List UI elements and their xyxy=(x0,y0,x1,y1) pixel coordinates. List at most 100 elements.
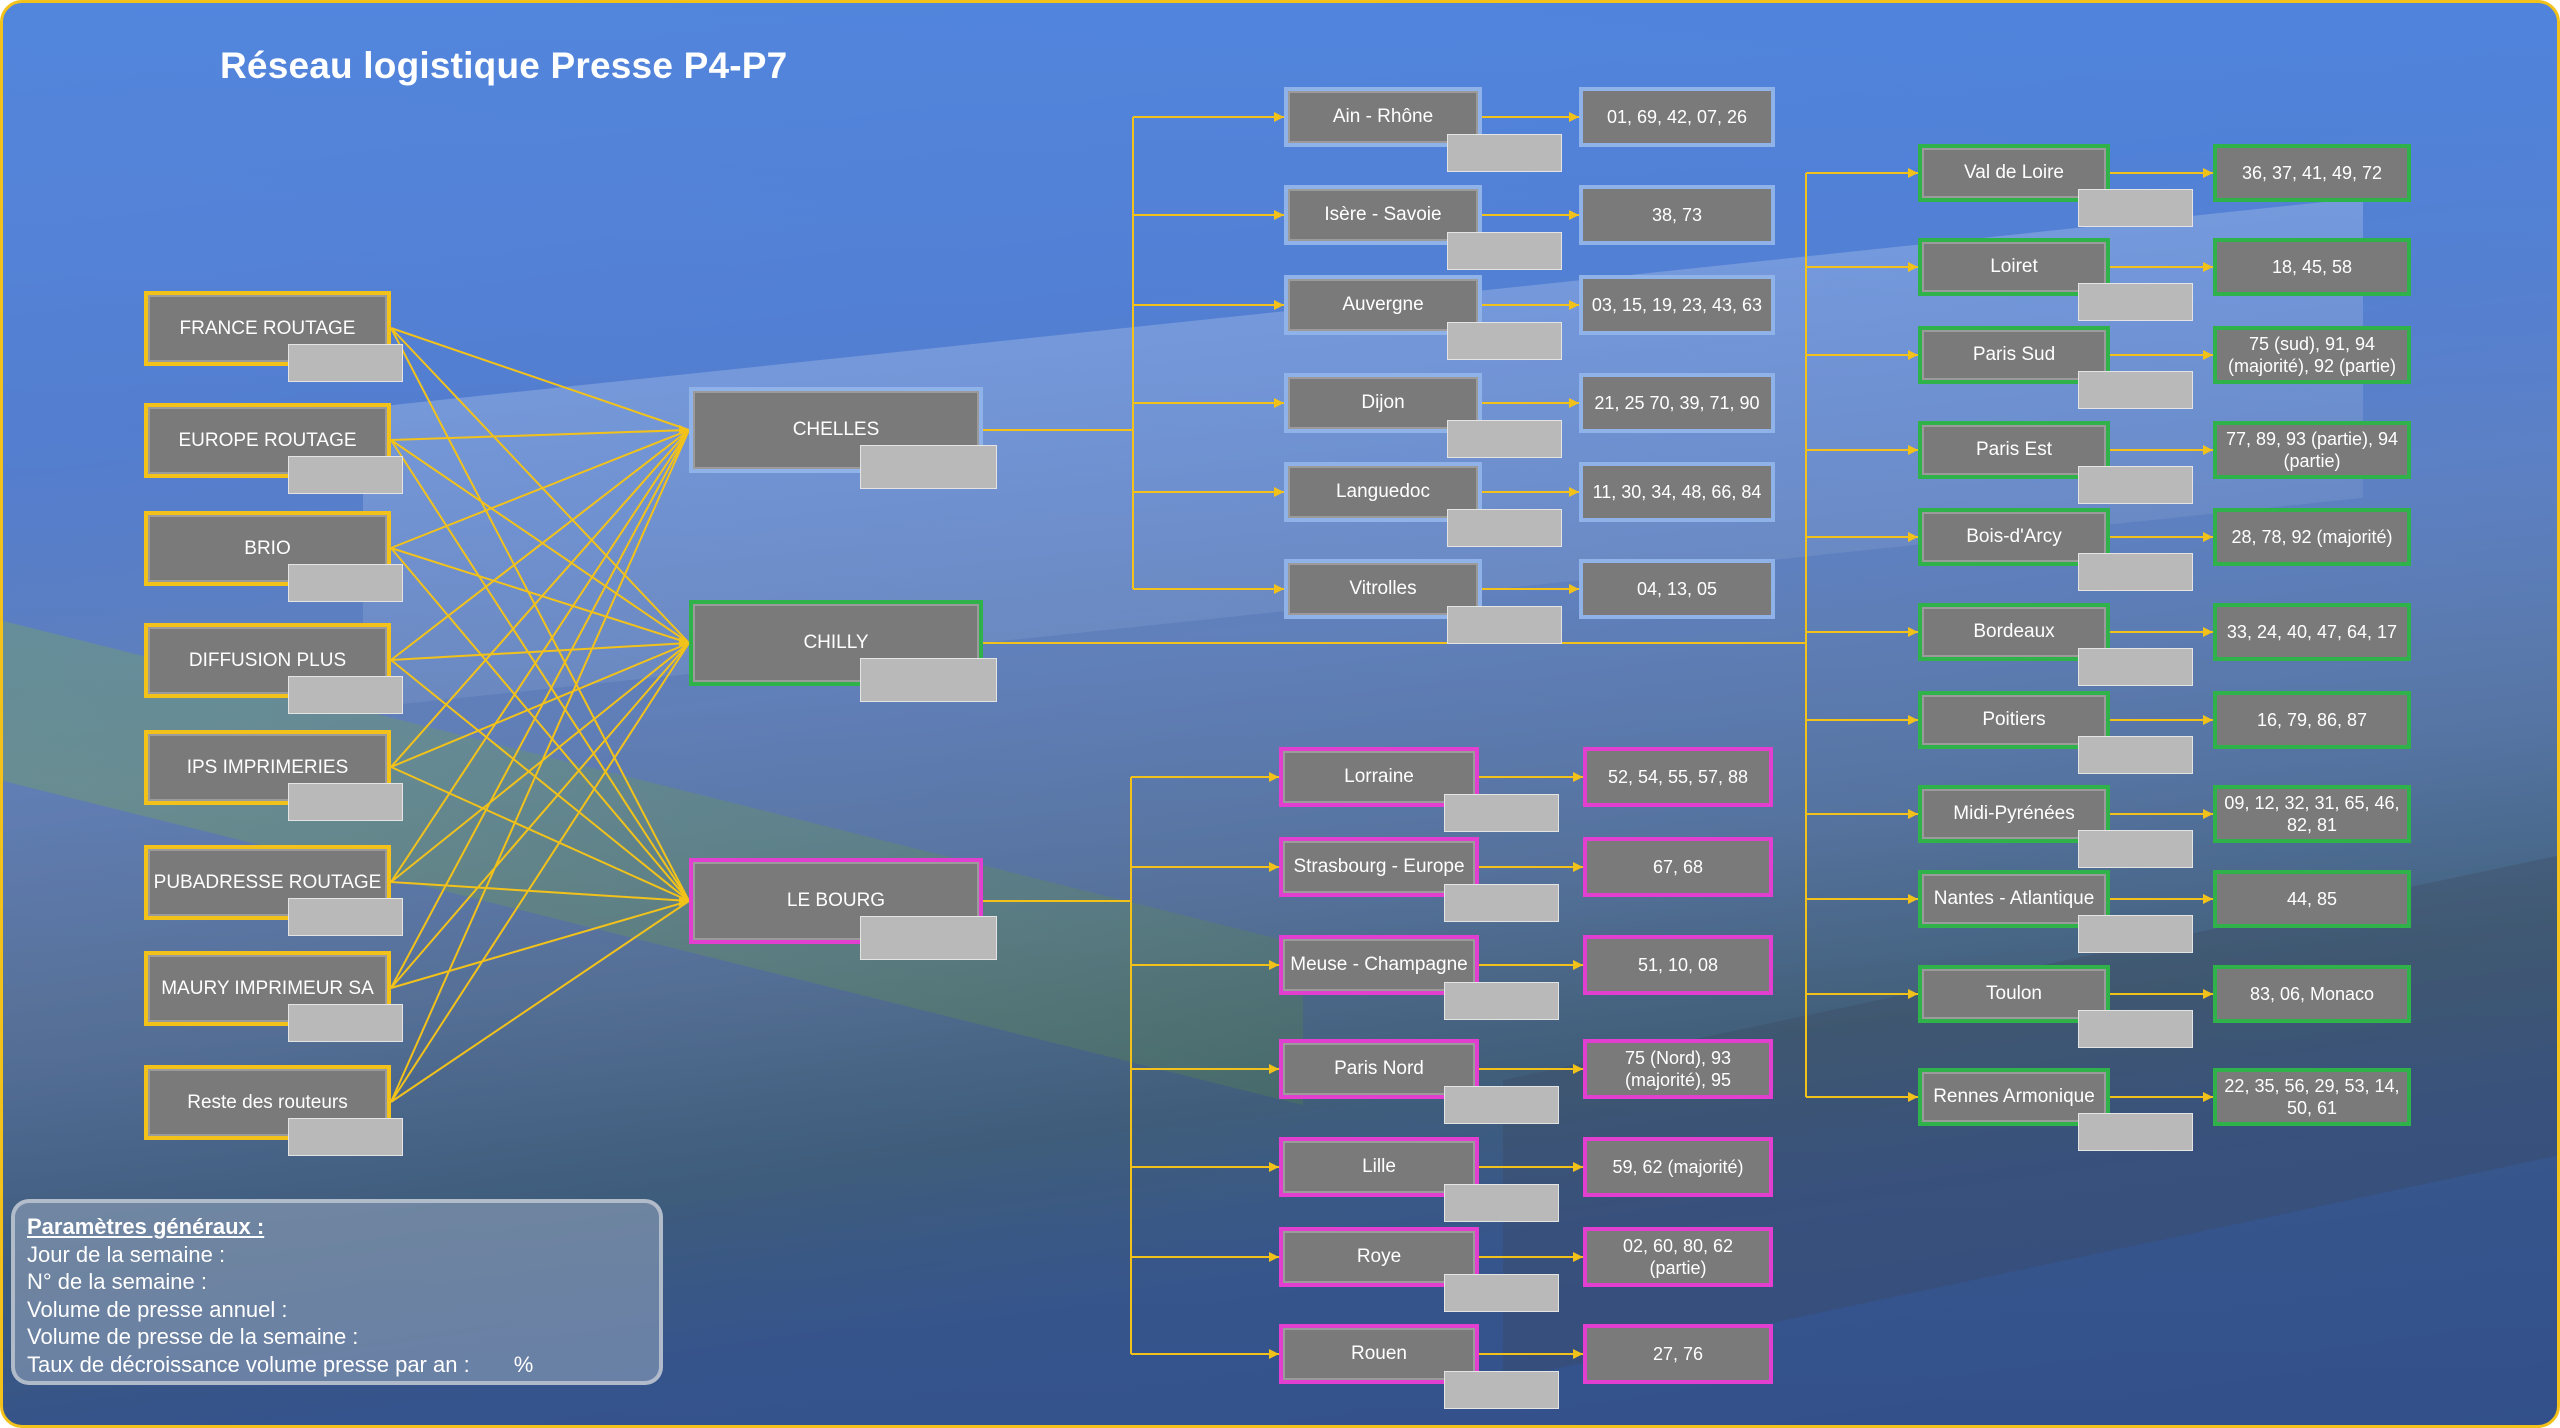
region-lille-value-box[interactable] xyxy=(1444,1184,1559,1222)
link-diffusion-plus-chelles xyxy=(390,429,690,661)
region-paris-sud-value-box[interactable] xyxy=(2078,371,2193,409)
source-europe-routage-value-box[interactable] xyxy=(288,456,403,494)
region-languedoc-arrow xyxy=(1274,487,1284,497)
link-ips-imprimeries-le-bourg xyxy=(390,766,690,902)
region-loiret: Loiret xyxy=(1918,238,2110,296)
region-roye-codes-arrow xyxy=(1573,1252,1583,1262)
region-meuse-champagne-value-box[interactable] xyxy=(1444,982,1559,1020)
source-maury-imprimeur-sa-value-box[interactable] xyxy=(288,1004,403,1042)
region-vitrolles-codes-arrow xyxy=(1569,584,1579,594)
region-midi-pyrenees-value-box[interactable] xyxy=(2078,830,2193,868)
source-ips-imprimeries-value-box[interactable] xyxy=(288,783,403,821)
region-ain-rhone-arrow xyxy=(1274,112,1284,122)
region-bois-d-arcy-codes-arrow xyxy=(2203,532,2213,542)
region-paris-est-value-box[interactable] xyxy=(2078,466,2193,504)
region-meuse-champagne-codes-arrow xyxy=(1573,960,1583,970)
region-dijon-arrow xyxy=(1274,398,1284,408)
region-rouen-value-box[interactable] xyxy=(1444,1371,1559,1409)
region-toulon-codes: 83, 06, Monaco xyxy=(2213,965,2411,1023)
link-europe-routage-chelles xyxy=(390,429,690,441)
region-auvergne-codes-arrow xyxy=(1569,300,1579,310)
param-annual-volume-label: Volume de presse annuel : xyxy=(27,1296,288,1322)
link-ips-imprimeries-chilly xyxy=(390,642,690,768)
region-nantes-atlantique-arrow xyxy=(1908,894,1918,904)
region-auvergne-value-box[interactable] xyxy=(1447,322,1562,360)
region-dijon-value-box[interactable] xyxy=(1447,420,1562,458)
region-auvergne-arrow xyxy=(1274,300,1284,310)
region-paris-sud-arrow xyxy=(1908,350,1918,360)
arrow-reste-des-routeurs-chilly xyxy=(679,638,689,648)
region-paris-est-codes-arrow xyxy=(2203,445,2213,455)
link-maury-imprimeur-sa-chilly xyxy=(390,642,690,989)
link-france-routage-le-bourg xyxy=(390,327,690,902)
link-diffusion-plus-chilly xyxy=(390,642,690,661)
link-brio-chilly xyxy=(390,547,690,644)
region-toulon-arrow xyxy=(1908,989,1918,999)
region-poitiers-codes: 16, 79, 86, 87 xyxy=(2213,691,2411,749)
region-strasbourg-europe-codes-arrow xyxy=(1573,862,1583,872)
region-loiret-codes: 18, 45, 58 xyxy=(2213,238,2411,296)
region-paris-est-arrow xyxy=(1908,445,1918,455)
region-midi-pyrenees-codes: 09, 12, 32, 31, 65, 46, 82, 81 xyxy=(2213,785,2411,843)
region-bordeaux-codes-arrow xyxy=(2203,627,2213,637)
source-reste-des-routeurs-value-box[interactable] xyxy=(288,1118,403,1156)
region-loiret-value-box[interactable] xyxy=(2078,283,2193,321)
link-maury-imprimeur-sa-chelles xyxy=(390,429,690,989)
region-vitrolles-value-box[interactable] xyxy=(1447,606,1562,644)
region-rennes-armonique-value-box[interactable] xyxy=(2078,1113,2193,1151)
region-isere-savoie-codes: 38, 73 xyxy=(1579,185,1775,245)
link-europe-routage-le-bourg xyxy=(390,439,690,902)
region-roye-codes: 02, 60, 80, 62 (partie) xyxy=(1583,1227,1773,1287)
region-nantes-atlantique-codes-arrow xyxy=(2203,894,2213,904)
region-meuse-champagne-arrow xyxy=(1269,960,1279,970)
region-lorraine-codes-arrow xyxy=(1573,772,1583,782)
region-paris-nord-value-box[interactable] xyxy=(1444,1086,1559,1124)
region-paris-est-codes: 77, 89, 93 (partie), 94 (partie) xyxy=(2213,421,2411,479)
region-val-de-loire-value-box[interactable] xyxy=(2078,189,2193,227)
region-bordeaux-codes: 33, 24, 40, 47, 64, 17 xyxy=(2213,603,2411,661)
region-meuse-champagne: Meuse - Champagne xyxy=(1279,935,1479,995)
region-toulon-value-box[interactable] xyxy=(2078,1010,2193,1048)
region-rennes-armonique-codes-arrow xyxy=(2203,1092,2213,1102)
region-loiret-arrow xyxy=(1908,262,1918,272)
region-languedoc-value-box[interactable] xyxy=(1447,509,1562,547)
region-rouen-codes-arrow xyxy=(1573,1349,1583,1359)
region-nantes-atlantique: Nantes - Atlantique xyxy=(1918,870,2110,928)
link-europe-routage-chilly xyxy=(390,439,690,644)
region-bordeaux-arrow xyxy=(1908,627,1918,637)
region-poitiers-codes-arrow xyxy=(2203,715,2213,725)
hub-le-bourg-value-box[interactable] xyxy=(860,916,997,960)
source-france-routage-value-box[interactable] xyxy=(288,344,403,382)
region-poitiers-value-box[interactable] xyxy=(2078,736,2193,774)
source-pubadresse-routage-value-box[interactable] xyxy=(288,898,403,936)
region-isere-savoie-value-box[interactable] xyxy=(1447,232,1562,270)
region-meuse-champagne-codes: 51, 10, 08 xyxy=(1583,935,1773,995)
region-bois-d-arcy-arrow xyxy=(1908,532,1918,542)
region-rennes-armonique-codes: 22, 35, 56, 29, 53, 14, 50, 61 xyxy=(2213,1068,2411,1126)
source-diffusion-plus-value-box[interactable] xyxy=(288,676,403,714)
link-france-routage-chelles xyxy=(390,327,690,431)
region-ain-rhone-value-box[interactable] xyxy=(1447,134,1562,172)
region-bordeaux-value-box[interactable] xyxy=(2078,648,2193,686)
hub-chelles-value-box[interactable] xyxy=(860,445,997,489)
link-maury-imprimeur-sa-le-bourg xyxy=(390,900,690,989)
region-rouen-arrow xyxy=(1269,1349,1279,1359)
region-val-de-loire-arrow xyxy=(1908,168,1918,178)
source-brio-value-box[interactable] xyxy=(288,564,403,602)
region-roye-value-box[interactable] xyxy=(1444,1274,1559,1312)
region-paris-nord-codes: 75 (Nord), 93 (majorité), 95 xyxy=(1583,1039,1773,1099)
region-vitrolles: Vitrolles xyxy=(1284,559,1482,619)
region-nantes-atlantique-value-box[interactable] xyxy=(2078,915,2193,953)
region-dijon-codes-arrow xyxy=(1569,398,1579,408)
region-lorraine-value-box[interactable] xyxy=(1444,794,1559,832)
region-lorraine-arrow xyxy=(1269,772,1279,782)
region-val-de-loire-codes: 36, 37, 41, 49, 72 xyxy=(2213,144,2411,202)
region-bois-d-arcy: Bois-d'Arcy xyxy=(1918,508,2110,566)
region-roye-arrow xyxy=(1269,1252,1279,1262)
region-strasbourg-europe-value-box[interactable] xyxy=(1444,884,1559,922)
hub-chilly-value-box[interactable] xyxy=(860,658,997,702)
region-bois-d-arcy-value-box[interactable] xyxy=(2078,553,2193,591)
region-toulon-codes-arrow xyxy=(2203,989,2213,999)
region-strasbourg-europe-arrow xyxy=(1269,862,1279,872)
